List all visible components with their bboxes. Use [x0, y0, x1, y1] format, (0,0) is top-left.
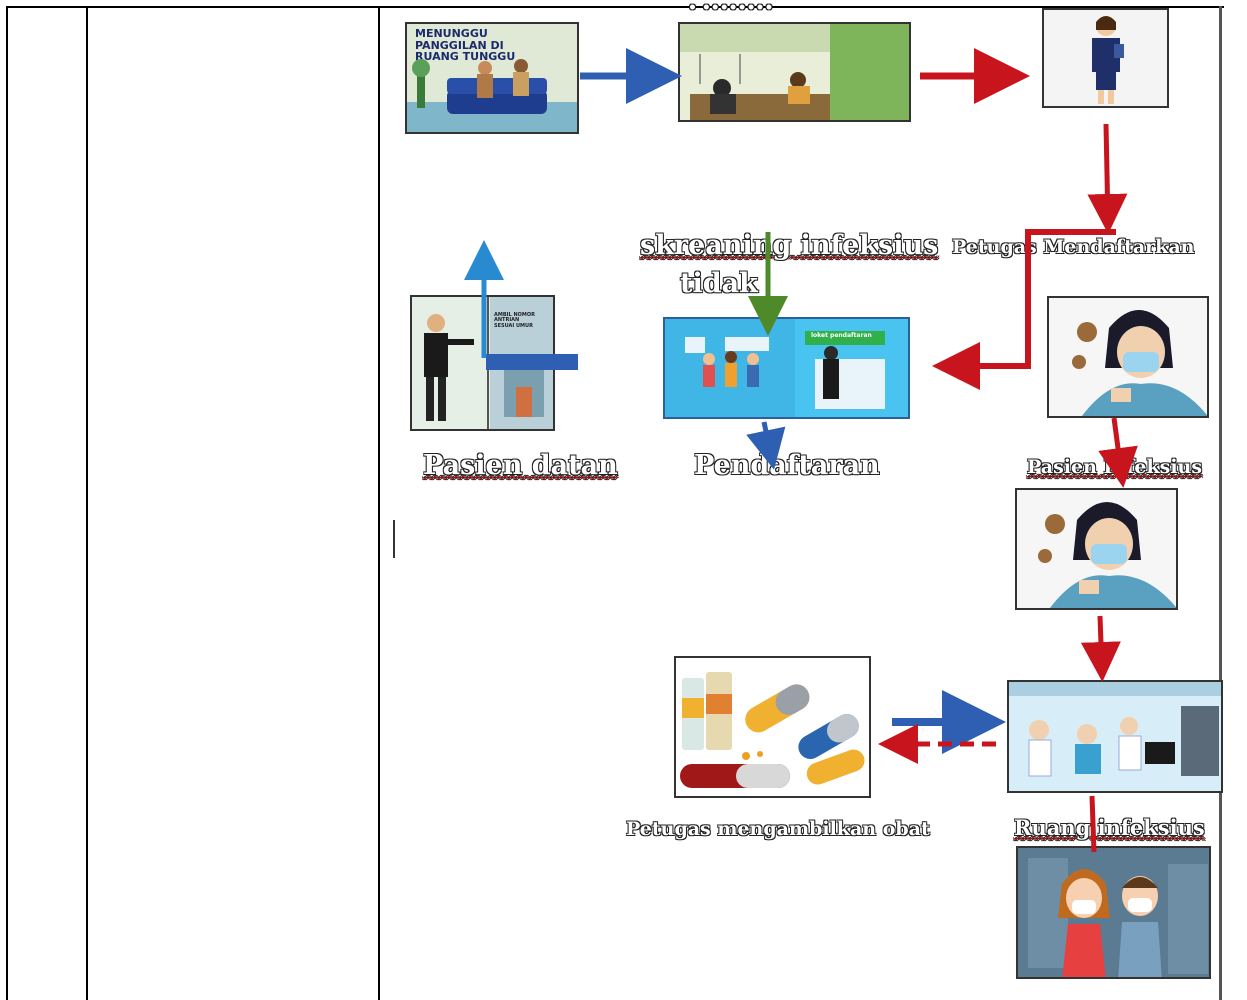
caption-tidak: tidak	[680, 268, 759, 300]
node-waiting-room: MENUNGGU PANGGILAN DI RUANG TUNGGU	[405, 22, 579, 134]
table-divider-1	[86, 6, 88, 1000]
node-staff	[1042, 8, 1169, 108]
service-counter-illustration	[680, 24, 909, 120]
table-border-top	[6, 6, 1224, 8]
node-masked-people	[1016, 846, 1211, 979]
table-border-right	[1219, 6, 1222, 1000]
table-divider-2	[378, 6, 380, 1000]
node-service-counter	[678, 22, 911, 122]
bracket-mark	[393, 520, 395, 558]
waiting-room-label: MENUNGGU PANGGILAN DI RUANG TUNGGU	[415, 27, 516, 64]
arrow-registration-down	[746, 421, 786, 470]
staff-illustration	[1092, 16, 1124, 104]
masked-people-illustration	[1018, 848, 1209, 977]
registration-illustration	[685, 319, 908, 417]
arrow-infectious-2-to-room	[1080, 615, 1121, 682]
medicine-illustration	[680, 672, 865, 788]
node-medicine	[674, 656, 871, 798]
table-border-left	[6, 6, 8, 1000]
waiting-room-illustration	[407, 59, 577, 132]
infection-room-illustration	[1009, 682, 1221, 777]
caption-petugas-mendaftarkan: Petugas Mendaftarkan	[951, 236, 1195, 259]
caption-pasien-datang: Pasien datan	[423, 450, 619, 482]
infectious-patient-1-illustration	[1072, 310, 1207, 416]
caption-ruang-infeksius: Ruang infeksius	[1014, 815, 1206, 841]
queue-ticket-label: AMBIL NOMOR ANTRIAN SESUAI UMUR	[494, 312, 535, 329]
registration-desk-label: loket pendaftaran	[811, 332, 872, 339]
infectious-patient-2-illustration	[1038, 502, 1176, 608]
arrow-staff-to-registration	[932, 229, 1116, 390]
top-text-fragment: • ••••••••	[687, 0, 774, 17]
caption-skreaning-infeksius: skreaning infeksius	[639, 230, 939, 262]
caption-pendaftaran: Pendaftaran	[694, 450, 881, 482]
node-infectious-patient-1	[1047, 296, 1209, 418]
caption-petugas-obat: Petugas mengambilkan obat	[626, 818, 931, 841]
arrow-infectious-1-to-2	[1098, 417, 1138, 488]
node-infectious-patient-2	[1015, 488, 1178, 610]
node-infection-room	[1007, 680, 1223, 793]
arrow-room-to-people	[1089, 795, 1097, 853]
arrow-staff-down	[1087, 123, 1128, 234]
